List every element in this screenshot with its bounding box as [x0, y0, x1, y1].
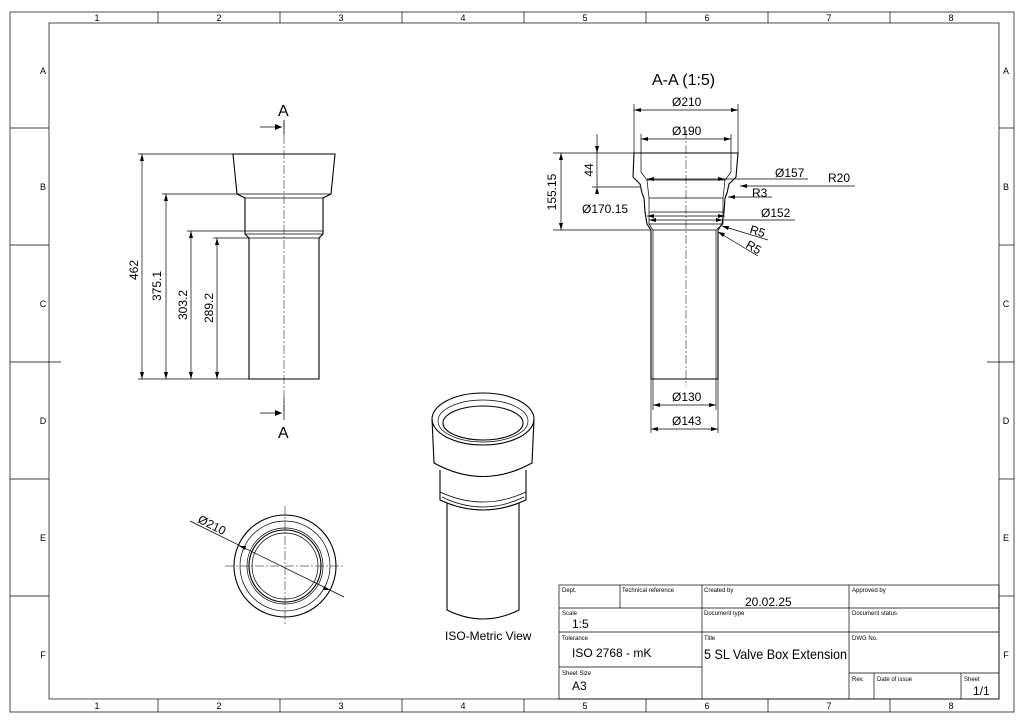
- tb-tolerance-label: Tolerance: [562, 636, 589, 642]
- tb-dept-label: Dept.: [562, 588, 577, 594]
- col-label-7-bottom: 7: [826, 701, 831, 711]
- tb-rev-label: Rev.: [852, 677, 864, 683]
- col-label-6-bottom: 6: [704, 701, 709, 711]
- dim-h155: 155.15: [545, 173, 559, 210]
- dim-d190: Ø190: [672, 124, 702, 138]
- front-view: A A 462 375.1 303.2 289.2: [127, 103, 336, 442]
- dim-d130: Ø130: [672, 390, 702, 404]
- iso-view-label: ISO-Metric View: [445, 629, 532, 643]
- col-label-1-bottom: 1: [94, 701, 99, 711]
- col-label-6: 6: [704, 13, 709, 23]
- col-label-3-bottom: 3: [338, 701, 343, 711]
- tb-scale-value: 1:5: [572, 617, 589, 631]
- dim-top-d210: Ø210: [196, 512, 229, 538]
- row-label-b-right: B: [1003, 182, 1009, 192]
- section-marker-bottom: A: [278, 425, 289, 442]
- dim-r5-b: R5: [744, 237, 765, 257]
- dim-r3: R3: [752, 186, 768, 200]
- row-label-a-right: A: [1003, 66, 1009, 76]
- col-label-4: 4: [460, 13, 465, 23]
- dim-d152: Ø152: [761, 206, 791, 220]
- dim-462: 462: [127, 260, 141, 280]
- section-outer-profile: [632, 152, 739, 380]
- row-label-d: D: [40, 416, 47, 426]
- dim-r20: R20: [828, 171, 850, 185]
- dim-303-2: 303.2: [176, 290, 190, 320]
- section-title: A-A (1:5): [652, 72, 715, 89]
- row-label-d-right: D: [1003, 416, 1010, 426]
- section-view: A-A (1:5) Ø210 Ø190 Ø157 R20 R3: [545, 72, 855, 433]
- tb-docstatus-label: Document status: [852, 611, 897, 617]
- col-label-2: 2: [216, 13, 221, 23]
- outer-frame: [9, 11, 1015, 713]
- tb-issue-label: Date of issue: [877, 677, 913, 683]
- row-label-e-right: E: [1003, 533, 1009, 543]
- iso-view: ISO-Metric View: [431, 392, 535, 643]
- row-label-f-right: F: [1003, 650, 1009, 660]
- dim-d170: Ø170.15: [582, 202, 628, 216]
- tb-scale-label: Scale: [562, 611, 578, 617]
- tb-approved-by-label: Approved by: [852, 588, 886, 594]
- col-label-5-bottom: 5: [582, 701, 587, 711]
- col-label-7: 7: [826, 13, 831, 23]
- title-block: Dept. Technical reference Created by 20.…: [558, 584, 1000, 700]
- top-view: Ø210: [189, 506, 345, 626]
- row-label-b: B: [40, 182, 46, 192]
- dim-d210: Ø210: [672, 95, 702, 109]
- tb-title-label: Title: [704, 636, 716, 642]
- tb-created-by-label: Created by: [704, 588, 733, 594]
- tb-sheet-value: 1/1: [973, 684, 990, 698]
- dim-375-1: 375.1: [150, 271, 164, 301]
- row-label-c: C: [40, 299, 47, 309]
- tb-title-value: 5 SL Valve Box Extension: [704, 646, 847, 662]
- dim-289-2: 289.2: [202, 293, 216, 323]
- col-label-1: 1: [94, 13, 99, 23]
- dim-h44: 44: [582, 163, 596, 177]
- col-label-5: 5: [582, 13, 587, 23]
- col-label-4-bottom: 4: [460, 701, 465, 711]
- col-label-8: 8: [948, 13, 953, 23]
- col-label-2-bottom: 2: [216, 701, 221, 711]
- col-label-3: 3: [338, 13, 343, 23]
- tb-dwg-label: DWG No.: [852, 636, 878, 642]
- tb-sheetsize-label: Sheet Size: [562, 671, 592, 677]
- dim-r5-a: R5: [748, 222, 767, 240]
- zone-ticks: [10, 12, 1014, 712]
- row-label-e: E: [40, 533, 46, 543]
- section-marker-top: A: [278, 103, 289, 120]
- tb-sheet-label: Sheet: [964, 677, 980, 683]
- tb-techref-label: Technical reference: [622, 588, 675, 594]
- row-label-a: A: [40, 66, 46, 76]
- tb-tolerance-value: ISO 2768 - mK: [572, 646, 651, 660]
- row-label-f: F: [40, 650, 46, 660]
- inner-frame: [48, 22, 1000, 700]
- dim-d143: Ø143: [672, 414, 702, 428]
- tb-doctype-label: Document type: [704, 611, 745, 617]
- dim-d157: Ø157: [775, 166, 805, 180]
- tb-sheetsize-value: A3: [572, 679, 587, 693]
- tb-created-by-value: 20.02.25: [745, 595, 792, 609]
- row-label-c-right: C: [1003, 299, 1010, 309]
- col-label-8-bottom: 8: [948, 701, 953, 711]
